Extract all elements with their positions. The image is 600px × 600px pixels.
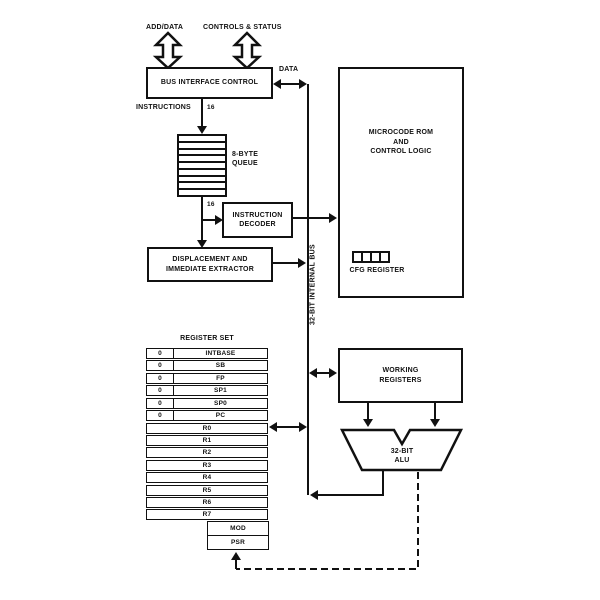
extractor-box: DISPLACEMENT AND IMMEDIATE EXTRACTOR <box>147 247 273 282</box>
microcode-rom-box: MICROCODE ROM AND CONTROL LOGIC <box>338 67 464 298</box>
arrowhead-right-icon <box>299 79 307 89</box>
register-row: MOD <box>230 525 246 532</box>
add-data-bidirectional-arrow-icon <box>152 31 184 70</box>
register-row: R4 <box>146 472 268 484</box>
byte-queue-box <box>177 134 227 197</box>
arrowhead-right-icon <box>299 422 307 432</box>
register-row: 0 PC <box>146 410 268 422</box>
microcode-rom-label: MICROCODE ROM AND CONTROL LOGIC <box>368 129 434 156</box>
byte-queue-label: 8-BYTE QUEUE <box>232 151 259 168</box>
arrowhead-left-icon <box>309 368 317 378</box>
controls-status-label: CONTROLS & STATUS <box>203 24 282 31</box>
controls-status-bidirectional-arrow-icon <box>231 31 263 70</box>
arrowhead-right-icon <box>329 213 337 223</box>
register-row: R6 <box>146 497 268 509</box>
add-data-label: ADD/DATA <box>146 24 184 31</box>
register-row: R5 <box>146 484 268 496</box>
arrowhead-down-icon <box>197 240 207 248</box>
working-registers-box: WORKING REGISTERS <box>338 348 463 403</box>
instructions-label: INSTRUCTIONS <box>136 104 191 111</box>
register-row: R1 <box>146 434 268 446</box>
arrowhead-up-icon <box>231 552 241 560</box>
register-row: 0 SP1 <box>146 385 268 397</box>
register-row: R2 <box>146 447 268 459</box>
register-row: R0 <box>146 422 268 434</box>
data-label: DATA <box>279 66 299 73</box>
register-row: 0 SP0 <box>146 397 268 409</box>
register-set-title: REGISTER SET <box>180 335 234 342</box>
register-row: R3 <box>146 459 268 471</box>
register-row: PSR <box>208 535 268 549</box>
alu-shape <box>339 428 464 472</box>
register-row: R7 <box>146 509 268 521</box>
cfg-register-label: CFG REGISTER <box>349 267 405 274</box>
internal-bus-label: 32-BIT INTERNAL BUS <box>309 243 317 326</box>
register-set-table: 0 INTBASE 0 SB 0 FP 0 SP1 0 SP0 0 PC R0 … <box>146 348 268 522</box>
arrowhead-left-icon <box>310 490 318 500</box>
arrowhead-right-icon <box>329 368 337 378</box>
register-row: 0 INTBASE <box>146 348 268 359</box>
arrowhead-left-icon <box>273 79 281 89</box>
instructions-width-label: 16 <box>207 104 215 111</box>
arrowhead-left-icon <box>269 422 277 432</box>
cfg-register-cells <box>352 251 390 263</box>
arrowhead-right-icon <box>215 215 223 225</box>
register-row: 0 FP <box>146 372 268 384</box>
arrowhead-down-icon <box>363 419 373 427</box>
instruction-decoder-box: INSTRUCTION DECODER <box>222 202 293 238</box>
arrowhead-down-icon <box>430 419 440 427</box>
arrowhead-down-icon <box>197 126 207 134</box>
queue-width-label: 16 <box>207 201 215 208</box>
alu-label: 32-BIT ALU <box>390 448 414 465</box>
register-row: 0 SB <box>146 360 268 372</box>
mod-psr-box: MOD PSR <box>207 521 269 550</box>
bus-interface-control-box: BUS INTERFACE CONTROL <box>146 67 273 99</box>
arrowhead-right-icon <box>298 258 306 268</box>
